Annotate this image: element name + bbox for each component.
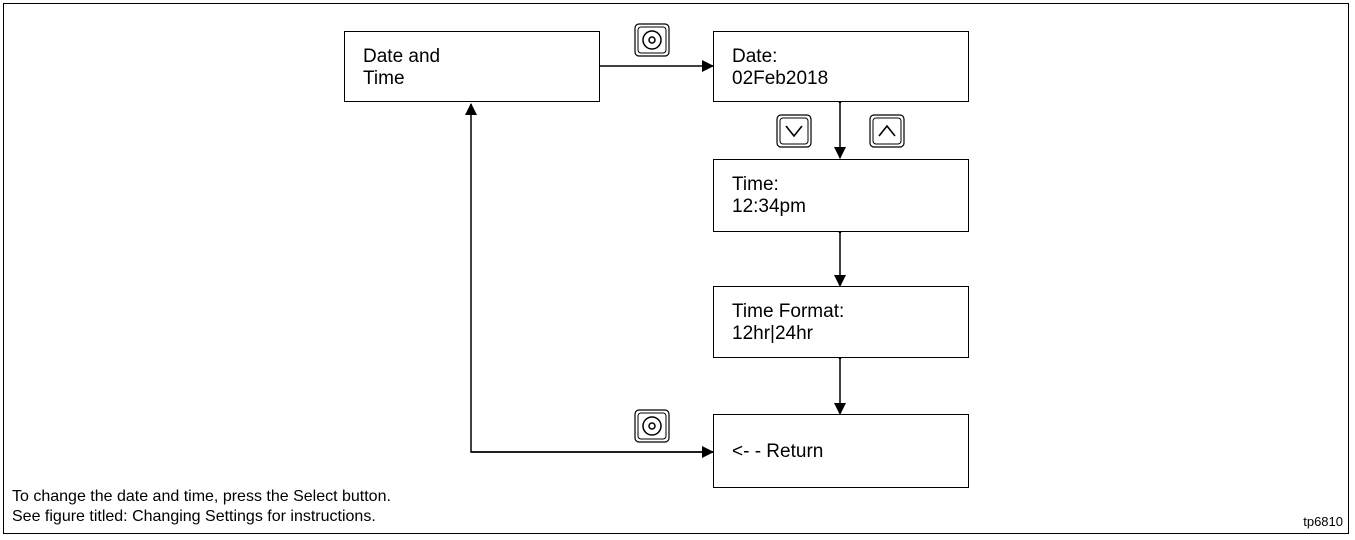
figure-frame	[3, 3, 1349, 534]
menu-box-date-and-time: Date and Time	[344, 31, 600, 102]
box-line: 12:34pm	[732, 196, 806, 217]
select-button-icon	[634, 409, 670, 443]
box-line: 12hr|24hr	[732, 323, 813, 344]
down-arrow-button-icon	[776, 114, 812, 148]
box-line: 02Feb2018	[732, 68, 829, 89]
menu-box-date: Date: 02Feb2018	[713, 31, 969, 102]
note-line-2: See figure titled: Changing Settings for…	[12, 508, 376, 525]
figure-tag: tp6810	[1303, 514, 1343, 529]
box-line: <- - Return	[732, 441, 824, 462]
menu-box-time-format: Time Format: 12hr|24hr	[713, 286, 969, 358]
loop-line	[465, 103, 713, 453]
box-line: Time Format:	[732, 301, 845, 322]
select-button-icon	[634, 23, 670, 57]
menu-box-time: Time: 12:34pm	[713, 159, 969, 232]
box-line: Date and	[363, 46, 441, 67]
up-arrow-button-icon	[869, 114, 905, 148]
menu-box-return: <- - Return	[713, 414, 969, 488]
box-line: Date:	[732, 46, 778, 67]
note-line-1: To change the date and time, press the S…	[12, 488, 391, 505]
box-line: Time	[363, 68, 405, 89]
box-line: Time:	[732, 174, 779, 195]
